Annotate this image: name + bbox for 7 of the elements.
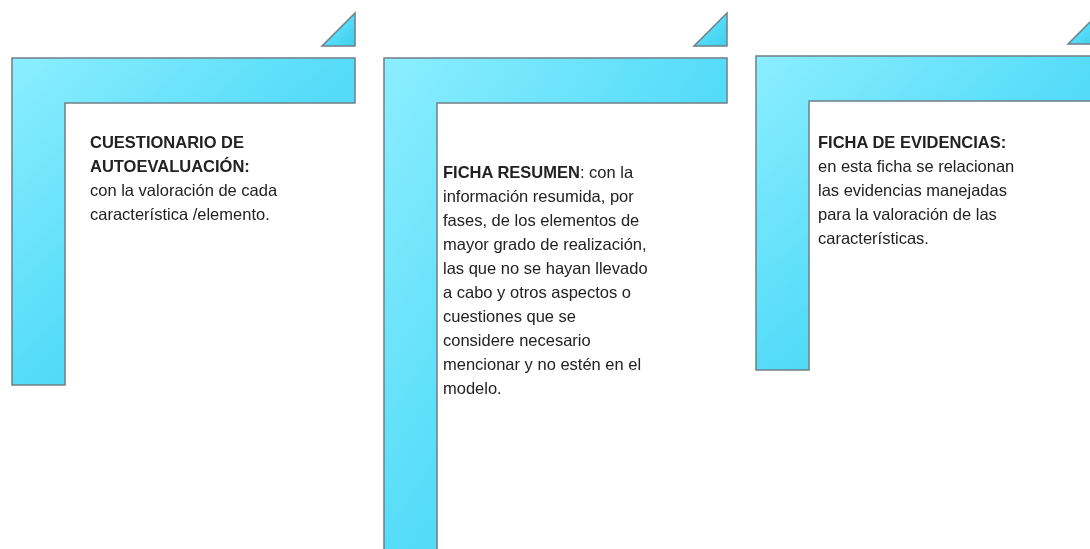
corner-bracket-shape	[12, 12, 355, 385]
card-description: con la valoración de cada característica /elemento.	[90, 180, 279, 225]
corner-bracket-shape	[384, 12, 727, 549]
card-description: en esta ficha se relacionan las evidencias manejadas para la valoración de las características.	[818, 156, 1016, 249]
card-heading: FICHA DE EVIDENCIAS:	[818, 132, 1008, 153]
card-description: FICHA RESUMEN: con la información resumida, por fases, de los elementos de mayor grado de realización, las que no se hayan llevado a cabo y otros aspectos o cuestiones que se considere necesario mencionar y no estén en el modelo.	[443, 162, 648, 399]
card-heading: CUESTIONARIO DE AUTOEVALUACIÓN:	[90, 132, 251, 177]
